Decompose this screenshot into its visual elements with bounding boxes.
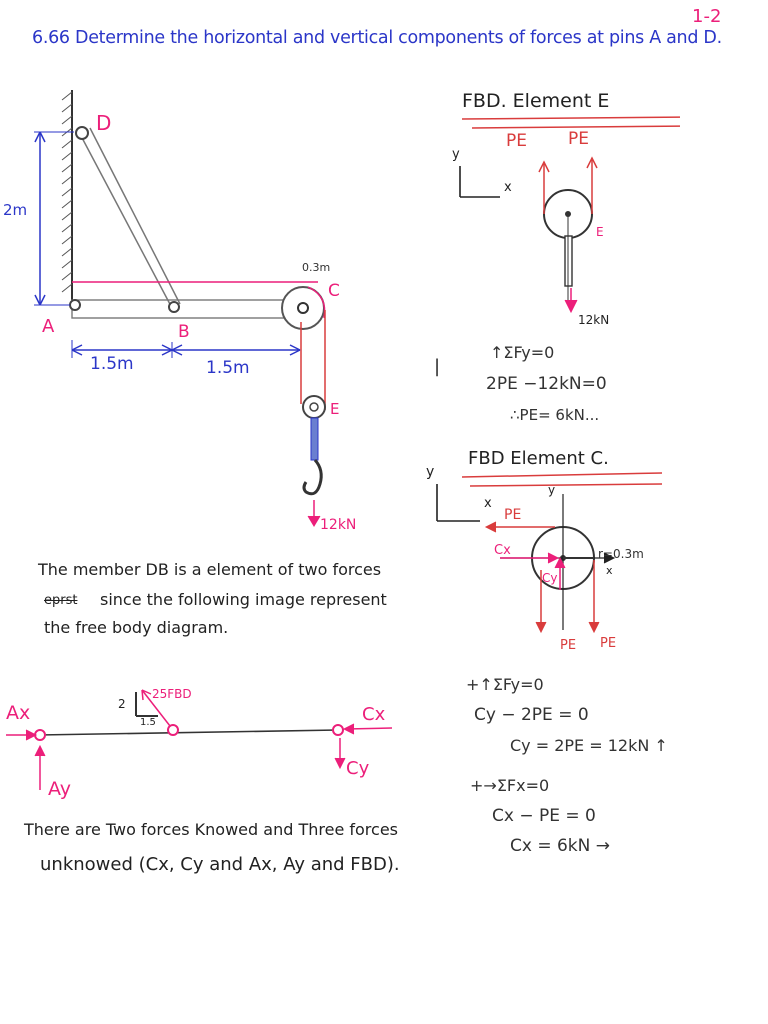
- conclusion-line-2: unknowed (Cx, Cy and Ax, Ay and FBD).: [40, 854, 400, 875]
- label-c: C: [328, 281, 340, 301]
- beam-fbd-slope-v: 2: [118, 697, 126, 711]
- label-b: B: [178, 322, 190, 342]
- fbd-c-radius: r=0.3m: [598, 547, 644, 561]
- fbd-e-point: E: [596, 225, 604, 239]
- fbd-e-axis-y: y: [452, 147, 460, 162]
- beam-fbd-pin-c: [332, 724, 344, 736]
- pin-b: [168, 301, 180, 313]
- pin-d: [75, 126, 89, 140]
- label-load: 12kN: [320, 517, 357, 533]
- note-struck-word: eprst: [44, 593, 78, 608]
- pin-a: [69, 299, 81, 311]
- fbd-e-force-right: PE: [568, 129, 589, 149]
- fbd-e-title: FBD. Element E: [462, 90, 610, 112]
- fbd-e-figure: [459, 116, 680, 314]
- dim-ab: 1.5m: [90, 354, 134, 374]
- beam-fbd-cx: Cx: [362, 704, 386, 725]
- label-e: E: [330, 400, 340, 418]
- fbd-c-eq-x1: +→ΣFx=0: [470, 776, 550, 795]
- fbd-e-eq-2: 2PE −12kN=0: [486, 374, 607, 394]
- fbd-c-figure: [436, 472, 663, 634]
- fbd-c-eq-y1: +↑ΣFy=0: [466, 675, 544, 694]
- fbd-c-axis-y: y: [426, 464, 435, 480]
- note-line-2: since the following image represent: [100, 590, 387, 609]
- fbd-c-pe-bottom-left: PE: [560, 638, 577, 653]
- beam-fbd-ax: Ax: [6, 702, 31, 724]
- margin-mark: |: [434, 356, 441, 377]
- hook: [302, 458, 323, 496]
- fbd-e-load: 12kN: [578, 313, 610, 327]
- fbd-c-eq-x2: Cx − PE = 0: [492, 806, 596, 826]
- beam-fbd-figure: [6, 689, 393, 790]
- fbd-c-eq-y3: Cy = 2PE = 12kN ↑: [510, 736, 668, 755]
- fbd-c-eq-x3: Cx = 6kN →: [510, 836, 611, 856]
- label-a: A: [42, 316, 55, 337]
- dim-height: 2m: [3, 201, 28, 219]
- member-db: [79, 133, 173, 309]
- fbd-e-eq-1: ↑ΣFy=0: [490, 343, 555, 362]
- beam-fbd-ay: Ay: [48, 778, 71, 800]
- fbd-c-cy: Cy: [542, 571, 558, 585]
- fbd-c-eq-y2: Cy − 2PE = 0: [474, 705, 589, 725]
- note-line-1: The member DB is a element of two forces: [38, 560, 382, 579]
- fbd-c-title: FBD Element C.: [468, 448, 609, 469]
- dim-radius: 0.3m: [302, 261, 331, 274]
- fbd-c-pe-bottom-right: PE: [600, 636, 617, 651]
- beam-fbd-cy: Cy: [346, 758, 370, 779]
- fbd-e-force-left: PE: [506, 131, 527, 151]
- fbd-e-eq-3: ∴PE= 6kN...: [510, 406, 600, 424]
- beam-fbd-label: 25FBD: [152, 687, 192, 701]
- fbd-e-axis-x: x: [504, 180, 512, 195]
- conclusion-line-1: There are Two forces Knowed and Three fo…: [24, 820, 398, 839]
- note-line-3: the free body diagram.: [44, 618, 229, 637]
- beam-fbd-slope-h: 1.5: [140, 717, 156, 728]
- fbd-c-local-x: x: [606, 564, 613, 577]
- problem-statement: 6.66 Determine the horizontal and vertic…: [32, 28, 722, 48]
- label-d: D: [96, 111, 112, 135]
- fbd-c-local-y: y: [548, 483, 556, 497]
- dim-bc: 1.5m: [206, 358, 250, 378]
- beam-fbd-pin-b: [167, 724, 179, 736]
- main-structure-figure: [34, 90, 326, 527]
- page-number: 1-2: [692, 6, 722, 27]
- fbd-c-cx: Cx: [494, 543, 511, 558]
- fbd-c-axis-x: x: [484, 496, 492, 511]
- fbd-c-pe-top: PE: [504, 507, 522, 523]
- beam-ac: [71, 299, 309, 319]
